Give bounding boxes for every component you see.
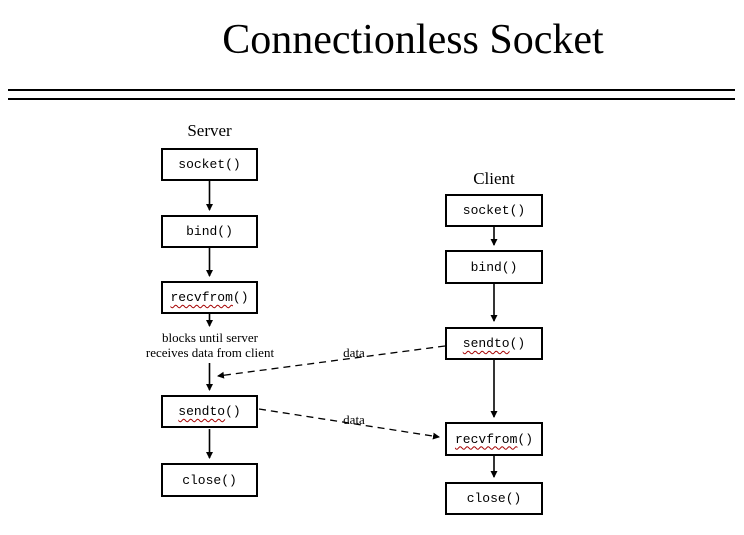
server-blocking-note-line1: blocks until server [161,330,259,345]
title-rule-top [8,89,735,91]
client-socket-box: socket() [445,194,543,227]
server-sendto-box: sendto() [161,395,258,428]
client-sendto-label: sendto [462,336,510,351]
server-bind-box: bind() [161,215,258,248]
client-close-box: close() [445,482,543,515]
client-sendto-parens: () [509,336,526,351]
server-blocking-note: blocks until server receives data from c… [120,330,300,360]
client-close-label: close() [466,491,522,506]
server-close-box: close() [161,463,258,497]
server-socket-label: socket() [178,157,241,172]
server-close-label: close() [182,472,237,488]
client-bind-label: bind() [470,259,518,275]
client-recvfrom-label: recvfrom [454,431,518,447]
client-recvfrom-box: recvfrom() [445,422,543,456]
server-sendto-parens: () [225,404,241,419]
server-recvfrom-parens: () [232,290,249,305]
client-socket-label: socket() [462,203,526,218]
client-sendto-box: sendto() [445,327,543,360]
server-column-label: Server [187,121,232,140]
server-bind-label: bind() [186,224,233,239]
client-bind-box: bind() [445,250,543,284]
client-column-label: Client [473,169,515,188]
server-recvfrom-label: recvfrom [170,290,233,305]
server-sendto-label: sendto [178,404,226,419]
title-rule-bottom [8,98,735,100]
client-recvfrom-parens: () [517,431,534,447]
server-blocking-note-line2: receives data from client [145,345,275,360]
data-label-client-to-server: data [343,345,365,360]
page-title: Connectionless Socket [222,17,604,63]
server-recvfrom-box: recvfrom() [161,281,258,314]
data-arrow-client-to-server [217,345,446,379]
data-arrow-server-to-client [258,408,440,440]
server-socket-box: socket() [161,148,258,181]
